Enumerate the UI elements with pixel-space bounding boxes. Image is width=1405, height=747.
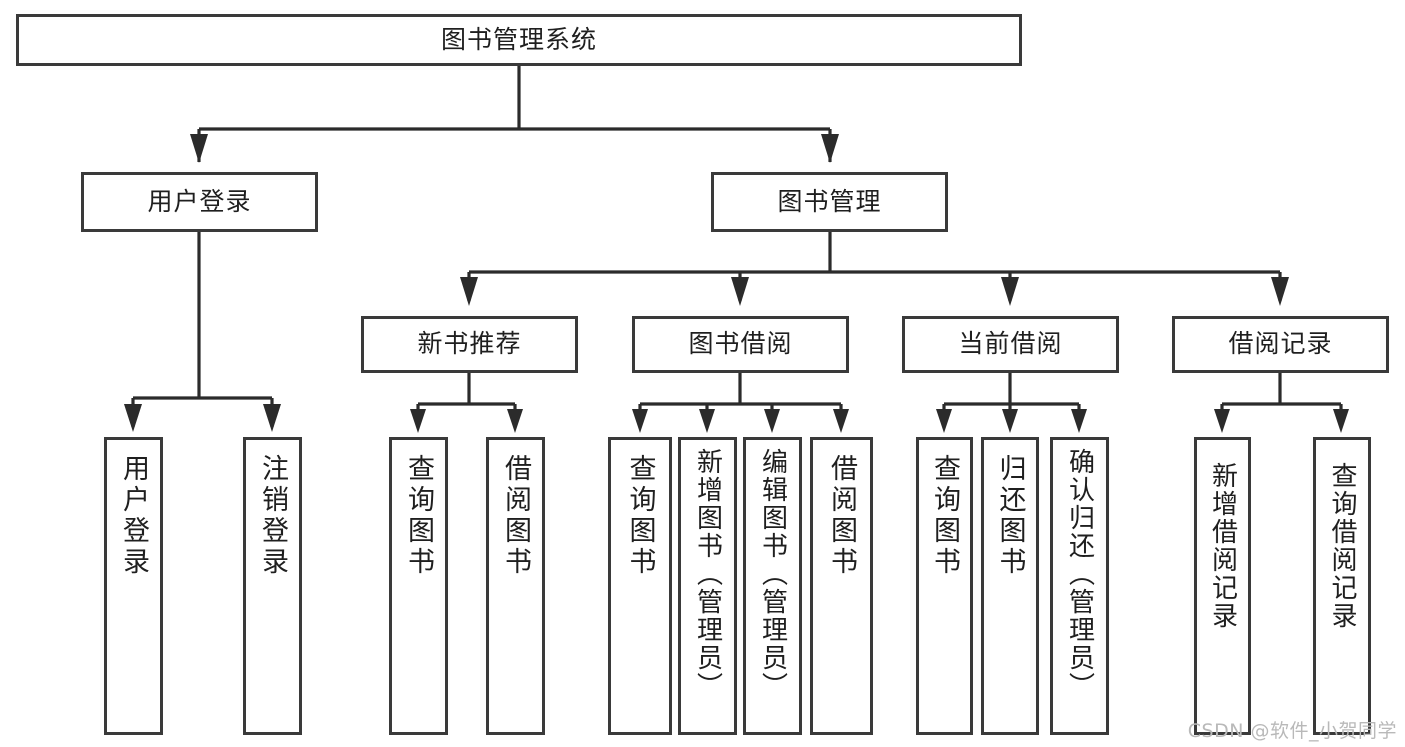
node-leaf-add-record[interactable]: 新增借阅记录 [1194, 437, 1251, 735]
node-label: 当前借阅 [958, 329, 1063, 359]
node-label: 新增图书（管理员） [692, 448, 723, 700]
node-label: 借阅图书 [826, 454, 857, 578]
node-book-borrow[interactable]: 图书借阅 [632, 316, 849, 373]
node-leaf-borrow-book-1[interactable]: 借阅图书 [486, 437, 545, 735]
node-label: 新书推荐 [417, 329, 522, 359]
node-label: 用户登录 [147, 186, 252, 216]
node-leaf-confirm-return[interactable]: 确认归还（管理员） [1050, 437, 1109, 735]
node-leaf-user-logout[interactable]: 注销登录 [243, 437, 302, 735]
node-borrow-record[interactable]: 借阅记录 [1172, 316, 1389, 373]
node-label: 注销登录 [257, 454, 288, 578]
node-label: 查询图书 [403, 454, 434, 578]
node-leaf-query-record[interactable]: 查询借阅记录 [1313, 437, 1371, 735]
node-book-management[interactable]: 图书管理 [711, 172, 948, 232]
node-label: 图书管理系统 [440, 24, 597, 54]
node-root-book-management-system[interactable]: 图书管理系统 [16, 14, 1022, 66]
node-label: 归还图书 [994, 454, 1026, 578]
node-label: 图书借阅 [688, 329, 793, 359]
node-label: 借阅记录 [1228, 329, 1333, 359]
node-label: 用户登录 [118, 454, 149, 578]
node-leaf-return-book[interactable]: 归还图书 [981, 437, 1039, 735]
node-label: 查询图书 [929, 454, 960, 578]
node-label: 确认归还（管理员） [1064, 448, 1095, 700]
node-label: 编辑图书（管理员） [757, 448, 788, 700]
node-current-borrow[interactable]: 当前借阅 [902, 316, 1119, 373]
node-leaf-user-login[interactable]: 用户登录 [104, 437, 163, 735]
node-leaf-query-book-1[interactable]: 查询图书 [389, 437, 448, 735]
node-leaf-add-book[interactable]: 新增图书（管理员） [678, 437, 737, 735]
node-new-book-recommend[interactable]: 新书推荐 [361, 316, 578, 373]
node-leaf-edit-book[interactable]: 编辑图书（管理员） [743, 437, 802, 735]
node-label: 查询图书 [624, 454, 656, 578]
node-label: 新增借阅记录 [1207, 462, 1238, 630]
node-leaf-query-book-2[interactable]: 查询图书 [608, 437, 672, 735]
node-label: 借阅图书 [500, 454, 531, 578]
node-label: 图书管理 [777, 186, 882, 216]
node-label: 查询借阅记录 [1327, 462, 1357, 630]
csdn-watermark: CSDN @软件_小贺同学 [1187, 720, 1397, 742]
node-leaf-borrow-book-2[interactable]: 借阅图书 [810, 437, 873, 735]
node-leaf-query-book-3[interactable]: 查询图书 [916, 437, 973, 735]
node-user-login[interactable]: 用户登录 [81, 172, 318, 232]
